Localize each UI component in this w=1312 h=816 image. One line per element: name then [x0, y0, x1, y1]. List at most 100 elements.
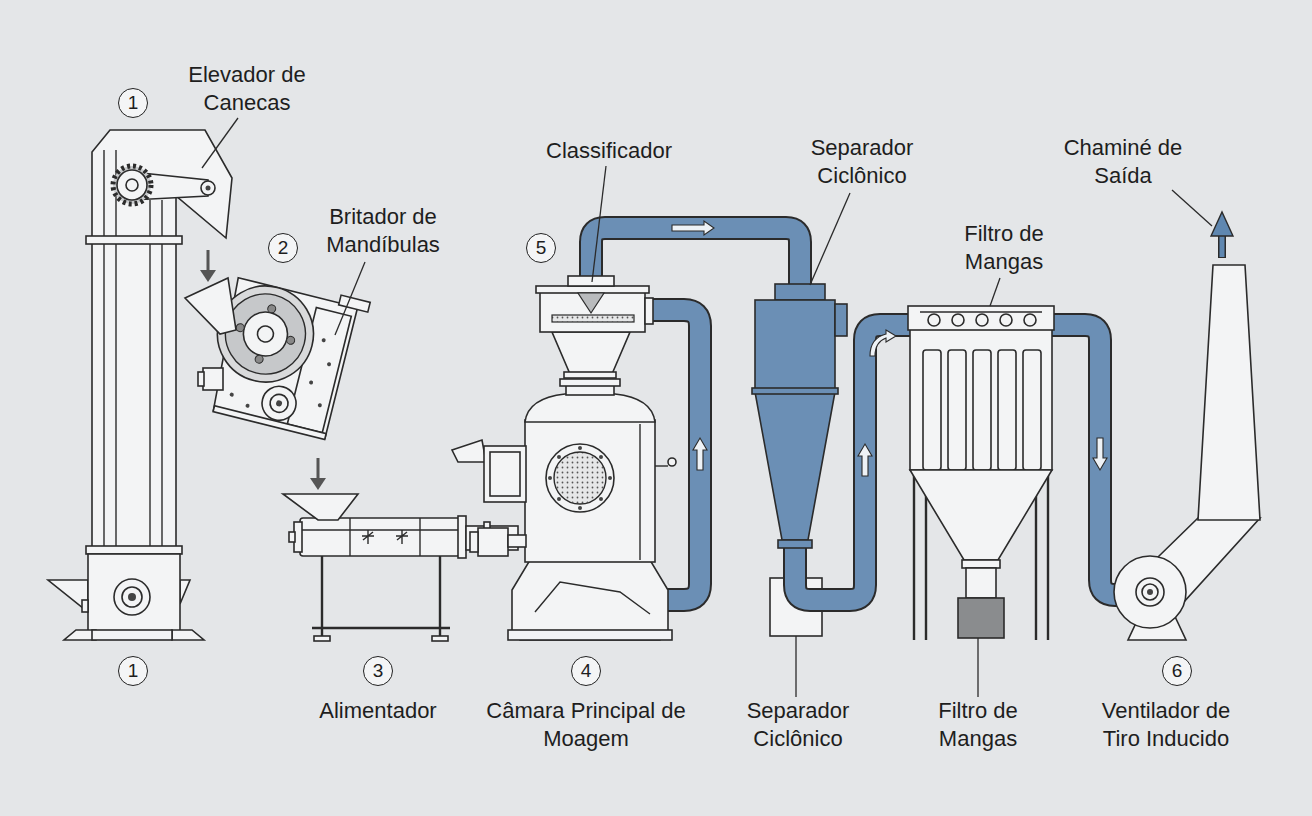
crusher-bar	[213, 406, 326, 440]
motor-coupling	[508, 535, 526, 547]
callout-number: 1	[118, 656, 148, 686]
mill-body	[525, 420, 655, 562]
feeder-foot	[314, 636, 330, 641]
part-label: Separador Ciclônico	[787, 134, 937, 190]
classifier-cap	[568, 276, 614, 286]
feeder-line	[300, 529, 460, 530]
part-label: Filtro de Mangas	[944, 220, 1064, 276]
bolt	[254, 354, 264, 364]
crusher-wheel	[268, 392, 290, 414]
flow-arrow	[672, 221, 714, 235]
classifier-box	[540, 290, 645, 332]
elevator-base	[92, 630, 172, 640]
bolt	[267, 304, 277, 314]
leader-line	[335, 262, 365, 335]
leader-line	[990, 278, 1000, 306]
feeder-flange	[458, 516, 466, 558]
bolt	[578, 446, 582, 450]
part-label: Ventilador de Tiro Inducido	[1081, 697, 1251, 753]
elevator-belt	[161, 200, 162, 552]
head-gear	[117, 170, 147, 200]
elevator-belt	[103, 150, 104, 552]
flow-arrow	[317, 458, 320, 480]
fan-axle	[1147, 589, 1153, 595]
duct-outline	[1050, 325, 1140, 595]
flow-arrow	[207, 250, 210, 272]
elevator-flare	[180, 580, 190, 604]
flywheel-axle	[256, 324, 275, 343]
filter-bag	[948, 350, 966, 470]
cyclone-outlet	[778, 540, 812, 548]
filter-hopper	[910, 470, 1052, 560]
screw-symbol	[396, 530, 408, 544]
mill-motor	[478, 528, 508, 556]
elevator-inlet	[48, 580, 88, 612]
feeder-leg	[439, 556, 441, 638]
elevator-knob	[82, 600, 88, 612]
part-label: Alimentador	[298, 697, 458, 725]
classifier-rim	[536, 286, 649, 293]
head-gear-hub	[126, 179, 138, 191]
cyclone-flange	[835, 304, 847, 336]
elevator-foot	[172, 630, 204, 640]
boot-pulley	[122, 587, 142, 607]
mill-base	[512, 560, 668, 640]
classifier-bed	[552, 315, 634, 322]
exhaust-arrowhead	[1211, 212, 1233, 236]
callout-number: 5	[526, 233, 556, 263]
filter-leg	[913, 470, 915, 640]
rivet	[229, 392, 234, 397]
elevator-belt	[149, 200, 150, 552]
pulse-pipe	[920, 311, 1042, 312]
mill-band	[560, 379, 620, 386]
leader-line	[1172, 190, 1212, 226]
drive-box-panel	[490, 452, 520, 496]
elevator-band	[86, 546, 182, 554]
rivet	[327, 362, 332, 367]
filter-leg	[1047, 470, 1049, 640]
flywheel-hub	[239, 307, 292, 360]
drive-box	[484, 446, 526, 502]
classifier-funnel	[552, 332, 630, 374]
cyclone-cone	[755, 392, 835, 540]
rivet	[309, 380, 314, 385]
crusher-motor	[203, 368, 223, 390]
rivet	[245, 403, 250, 408]
bolt	[235, 323, 245, 333]
screw-symbol	[362, 530, 374, 544]
callout-number: 3	[363, 656, 393, 686]
pulse-valve	[1000, 314, 1012, 326]
classifier-cone	[578, 293, 604, 313]
head-gear	[113, 166, 151, 204]
rivet	[317, 403, 322, 408]
part-label: Elevador de Canecas	[172, 61, 322, 117]
pulse-valve	[976, 314, 988, 326]
pulse-valve	[928, 314, 940, 326]
leader-line	[977, 638, 978, 697]
part-label: Separador Ciclônico	[723, 697, 873, 753]
filter-bag	[998, 350, 1016, 470]
filter-header	[908, 306, 1054, 330]
fan-hub	[1142, 584, 1158, 600]
crusher-motor	[198, 372, 204, 386]
inspection-window	[554, 452, 606, 504]
elevator-boot	[88, 554, 180, 632]
arm-pin-hub	[206, 186, 211, 191]
bolt	[599, 455, 603, 459]
flow-arrow	[858, 444, 872, 476]
feeder-knob	[289, 532, 295, 542]
filter-bag	[923, 350, 941, 470]
cyclone-collar	[775, 284, 825, 300]
flow-arrowhead	[200, 270, 216, 282]
feeder-foot	[432, 636, 448, 641]
feeder-line	[349, 518, 350, 556]
part-label: Britador de Mandíbulas	[303, 203, 463, 259]
feeder-leg	[321, 556, 323, 638]
filter-bag	[1023, 350, 1041, 470]
callout-number: 4	[571, 656, 601, 686]
pulse-valve	[952, 314, 964, 326]
boot-pulley	[114, 579, 150, 615]
